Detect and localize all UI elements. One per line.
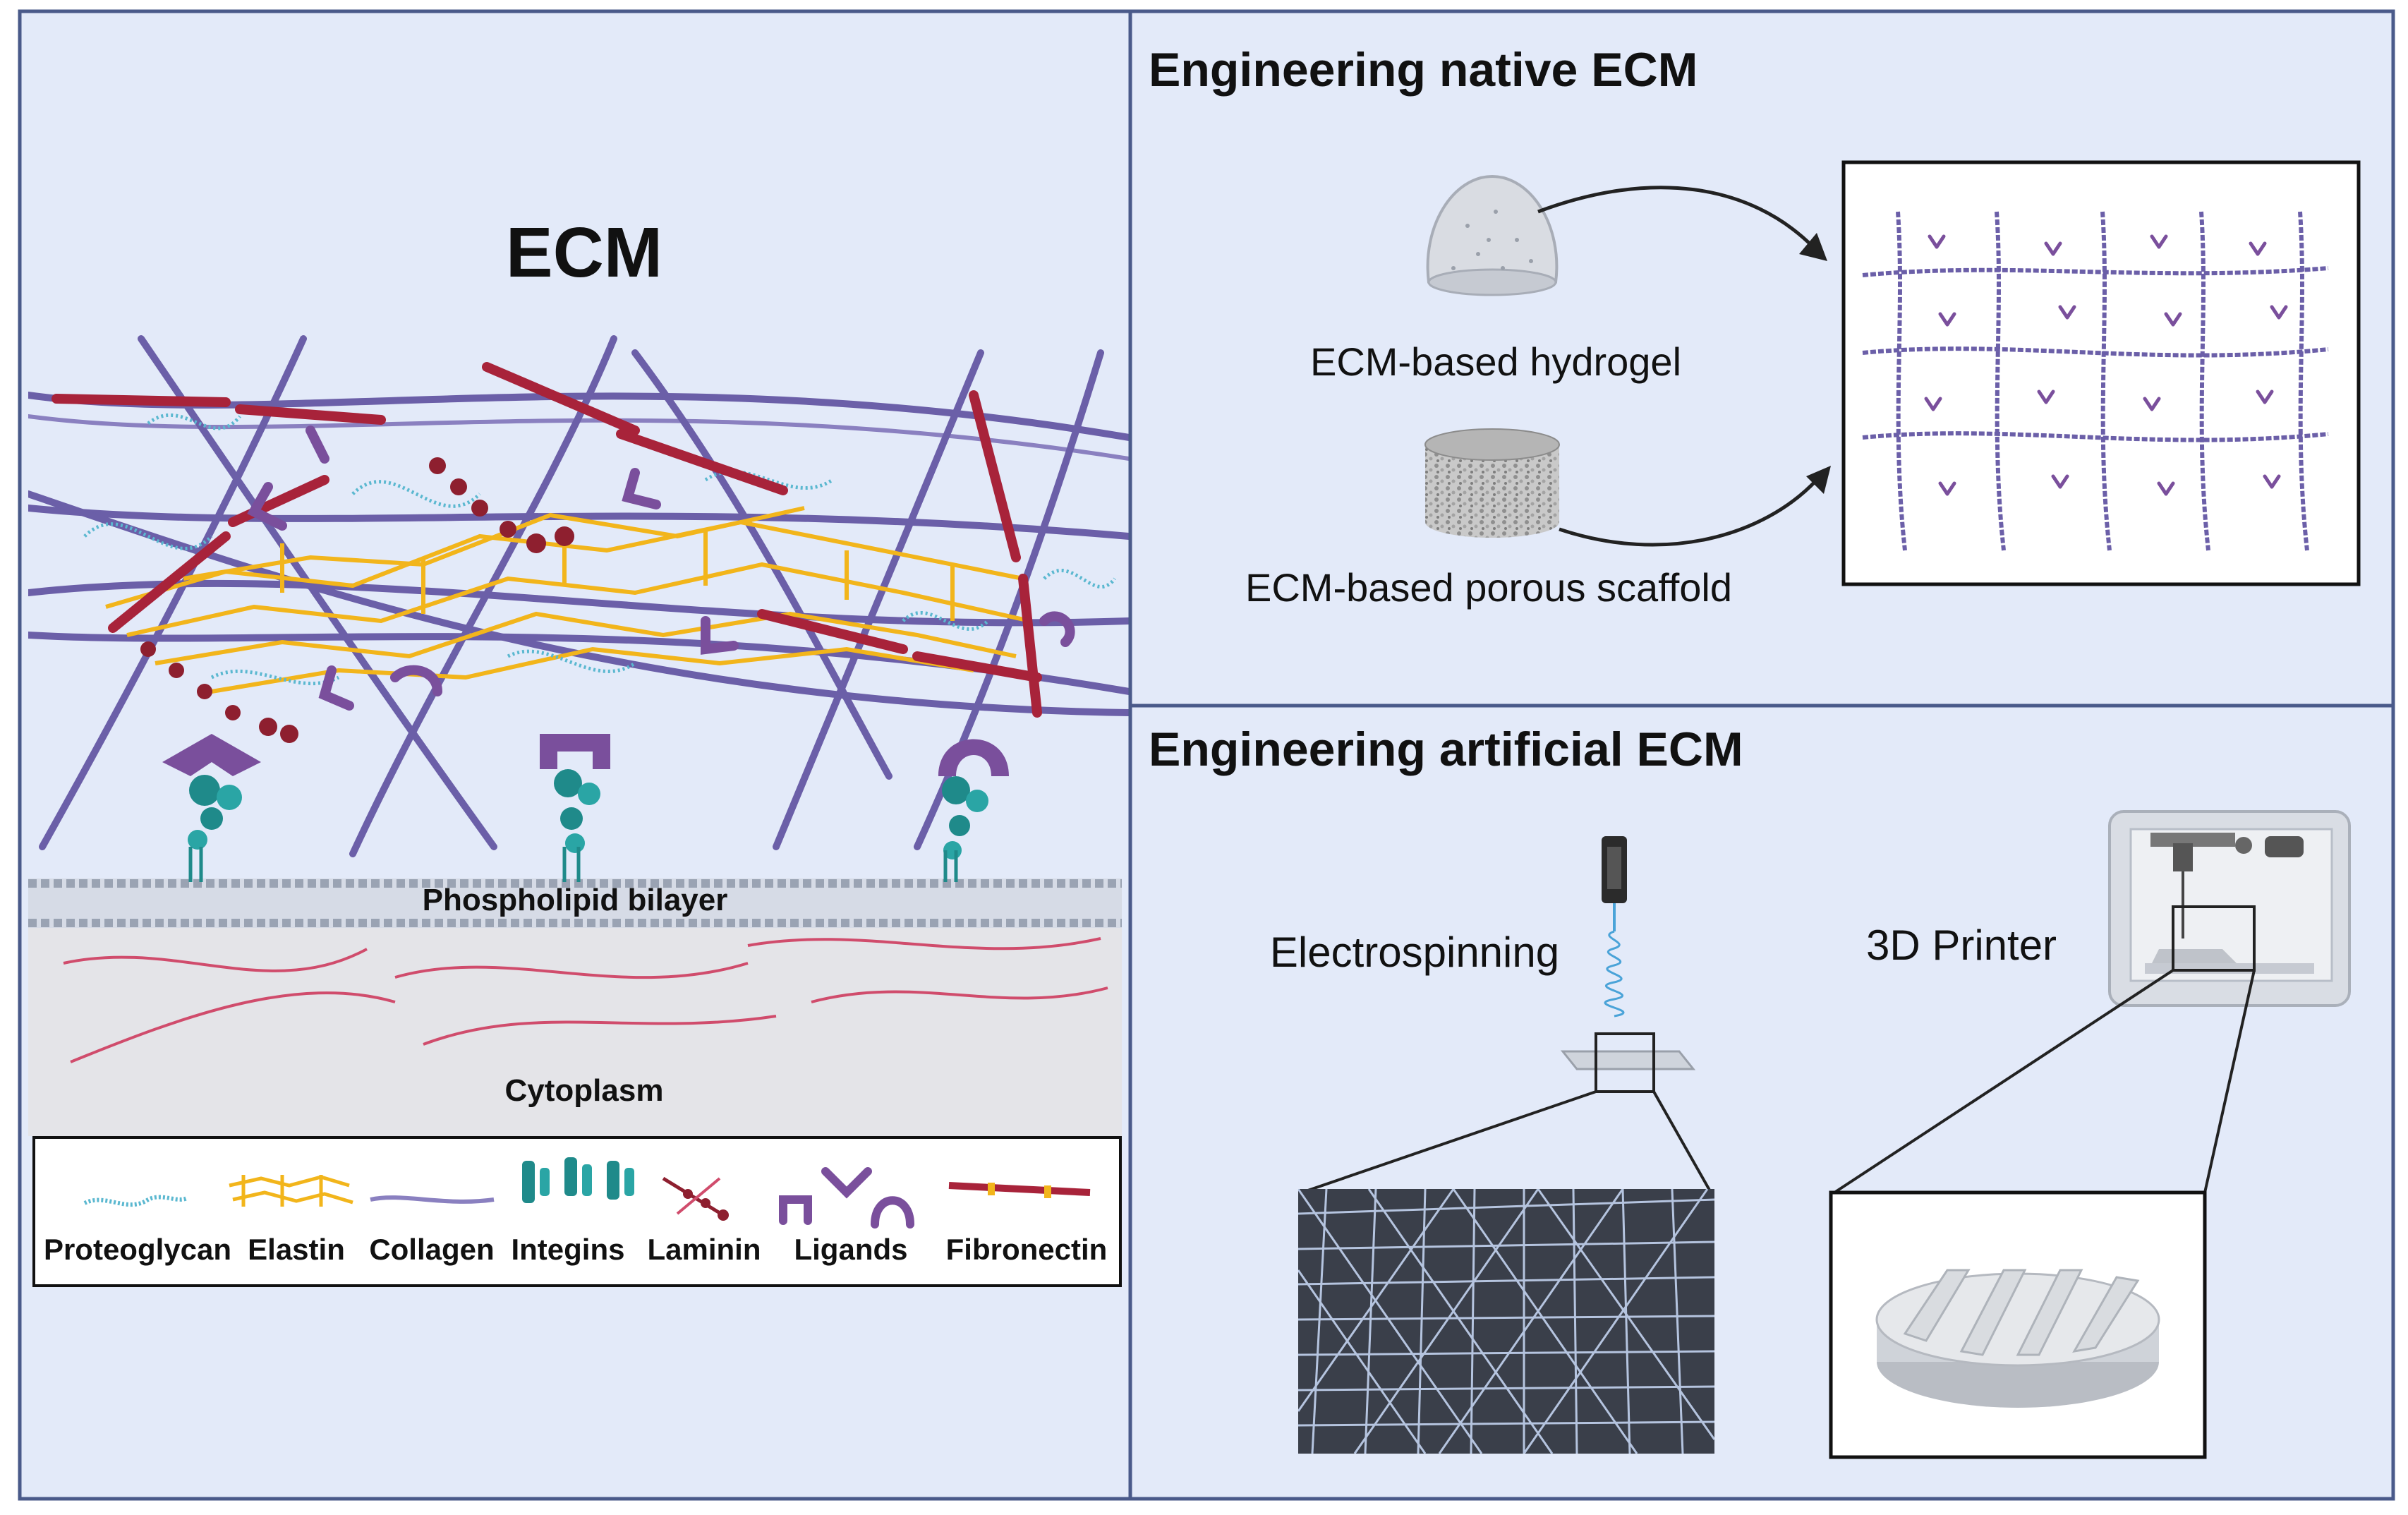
cytoplasm-area (28, 921, 1122, 1136)
fibronectin-icon (948, 1182, 1091, 1198)
native-ecm-panel: Engineering native ECM ECM-based hydroge… (1128, 9, 2395, 708)
cytoskeleton-filaments (63, 937, 1108, 1063)
legend-label-laminin: Laminin (647, 1233, 761, 1266)
zoom-lines-electrospinning (1301, 1090, 1712, 1194)
integrin-receptor-3 (938, 739, 1009, 882)
ecm-panel: ECM Cytoplasm Phospholipid bilayer (18, 9, 1132, 1501)
artificial-ecm-panel: Engineering artificial ECM Electrospinni… (1128, 704, 2395, 1501)
fibronectin-rods (52, 362, 1042, 718)
porous-scaffold-icon (1424, 428, 1560, 538)
ecm-fiber-network (28, 335, 1129, 857)
laminin-icon (662, 1176, 729, 1221)
legend-label-elastin: Elastin (248, 1233, 345, 1266)
proteoglycan-chains (83, 413, 1116, 686)
elastin-icon (229, 1175, 353, 1207)
phospholipid-bilayer-label: Phospholipid bilayer (423, 883, 728, 917)
native-ecm-heading: Engineering native ECM (1149, 43, 1698, 97)
cytoplasm-label: Cytoplasm (505, 1073, 664, 1108)
scaffold-label: ECM-based porous scaffold (1245, 565, 1732, 610)
laminin-molecules (140, 457, 574, 743)
legend-label-collagen: Collagen (369, 1233, 494, 1266)
engineered-network-box (1841, 160, 2361, 586)
arrowhead-scaffold (1806, 466, 1831, 494)
electrospun-mesh (1298, 1189, 1714, 1454)
phospholipid-bilayer (28, 879, 1122, 928)
printer-label: 3D Printer (1866, 922, 2057, 969)
arrowhead-hydrogel (1799, 233, 1827, 261)
ecm-title: ECM (506, 213, 662, 292)
printer-3d-icon (2108, 810, 2351, 1007)
zoom-lines-printer (1833, 969, 2256, 1194)
legend-label-proteoglycan: Proteoglycan (44, 1233, 231, 1266)
collector-plate (1560, 1050, 1696, 1070)
zoom-region-electrospinning (1595, 1032, 1655, 1093)
arrows-to-network (1537, 186, 1818, 547)
electrospinning-label: Electrospinning (1270, 929, 1559, 976)
integrin-receptor-1 (162, 734, 261, 882)
hydrogel-label: ECM-based hydrogel (1310, 339, 1681, 384)
legend-label-integrins: Integins (511, 1233, 624, 1266)
zoom-region-printer (2172, 905, 2256, 972)
electrospinning-device (1560, 836, 1696, 1093)
legend-label-fibronectin: Fibronectin (946, 1233, 1108, 1266)
hydrogel-icon (1426, 174, 1559, 296)
arrow-scaffold (1559, 478, 1818, 547)
printed-scaffold-box (1829, 1190, 2207, 1459)
legend-label-ligands: Ligands (794, 1233, 907, 1266)
fiber-jet (1604, 930, 1625, 1018)
integrin-receptor-2 (540, 734, 610, 882)
free-ligands (247, 425, 1075, 711)
ligand-icon (779, 1167, 914, 1229)
collagen-icon (370, 1195, 495, 1204)
ecm-legend: Proteoglycan Elastin Collagen Integins L… (32, 1136, 1122, 1287)
integrin-icon (522, 1157, 634, 1203)
arrow-hydrogel (1537, 186, 1815, 248)
artificial-ecm-heading: Engineering artificial ECM (1149, 723, 1743, 776)
